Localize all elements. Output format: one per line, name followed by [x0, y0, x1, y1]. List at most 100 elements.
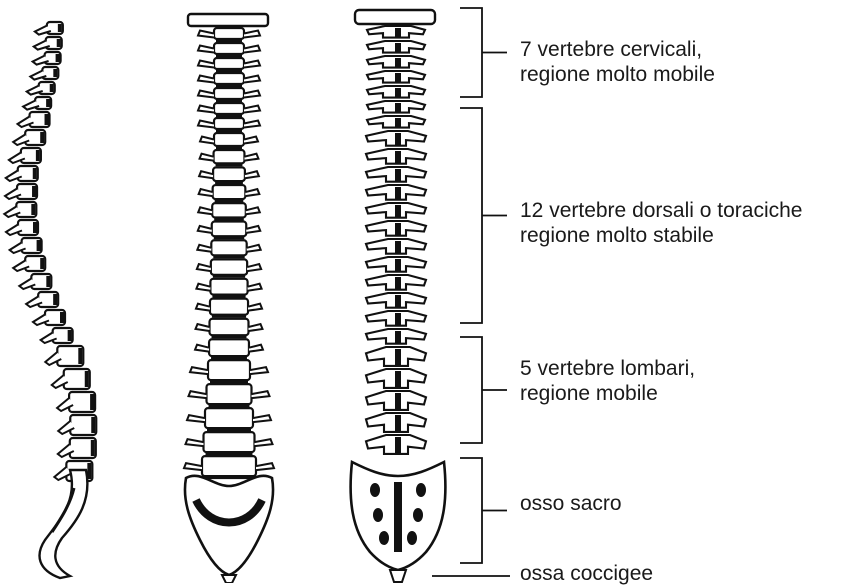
anterior-transverse-process-right	[256, 463, 274, 470]
posterior-spinous-process	[395, 277, 401, 289]
anterior-disc	[213, 255, 244, 258]
lateral-shadow	[85, 371, 89, 387]
anterior-transverse-process-left	[196, 284, 210, 291]
anterior-transverse-process-right	[244, 31, 260, 38]
posterior-spinous-process	[395, 151, 401, 163]
bracket-sacrum	[460, 458, 507, 563]
label-thoracic-line1: 12 vertebre dorsali o toraciche	[520, 198, 803, 223]
anterior-disc	[216, 84, 242, 87]
anterior-vertebral-body	[205, 408, 253, 428]
label-coccyx: ossa coccigee	[520, 561, 653, 586]
anterior-disc	[216, 114, 242, 117]
anterior-transverse-process-right	[244, 91, 260, 98]
anterior-transverse-process-left	[196, 324, 210, 331]
anterior-disc	[212, 335, 247, 338]
posterior-spinous-process	[395, 169, 401, 181]
lateral-shadow	[58, 24, 62, 32]
anterior-transverse-process-left	[199, 171, 213, 178]
anterior-transverse-process-right	[244, 46, 260, 53]
posterior-spinous-process	[395, 313, 401, 325]
anterior-atlas	[188, 14, 268, 26]
posterior-spinous-process	[395, 393, 401, 409]
anterior-vertebral-body	[210, 299, 248, 315]
anterior-disc	[215, 181, 243, 184]
posterior-spinous-process	[395, 331, 401, 343]
anterior-transverse-process-right	[255, 439, 273, 446]
lateral-shadow	[50, 84, 54, 92]
posterior-spinous-process	[395, 415, 401, 431]
anterior-disc	[214, 218, 244, 221]
anterior-disc	[211, 356, 247, 359]
anterior-transverse-process-right	[253, 415, 271, 422]
posterior-spinous-process	[395, 28, 401, 37]
anterior-vertebral-body	[214, 88, 244, 99]
posterior-spinous-process	[395, 349, 401, 365]
label-thoracic-line2: regione molto stabile	[520, 223, 803, 248]
bracket-lumbar	[460, 337, 507, 443]
anterior-transverse-process-right	[245, 189, 259, 196]
anterior-vertebral-body	[211, 240, 246, 255]
posterior-spinous-process	[395, 371, 401, 387]
lateral-shadow	[37, 240, 41, 251]
lateral-shadow	[33, 168, 37, 179]
anterior-transverse-process-right	[244, 61, 260, 68]
anterior-transverse-process-right	[250, 367, 268, 374]
lateral-shadow	[40, 258, 44, 269]
lateral-view-spine	[4, 22, 96, 578]
lateral-shadow	[91, 440, 95, 456]
lateral-shadow	[90, 394, 94, 410]
anterior-transverse-process-right	[247, 264, 261, 271]
lateral-shadow	[33, 222, 37, 233]
anterior-vertebral-body	[202, 456, 256, 476]
label-sacrum-line1: osso sacro	[520, 491, 622, 516]
posterior-spinous-process	[395, 88, 401, 97]
lateral-shadow	[53, 69, 57, 77]
anterior-transverse-process-right	[249, 324, 263, 331]
posterior-spinous-process	[395, 223, 401, 235]
posterior-spinous-process	[395, 118, 401, 127]
posterior-spinous-process	[395, 73, 401, 82]
anterior-transverse-process-left	[198, 207, 212, 214]
anterior-view-spine	[184, 14, 274, 583]
lateral-shadow	[68, 330, 72, 341]
anterior-disc	[206, 452, 253, 455]
lateral-shadow	[60, 312, 64, 323]
anterior-disc	[210, 380, 248, 383]
anterior-transverse-process-right	[244, 154, 258, 161]
anterior-vertebral-body	[207, 384, 252, 404]
anterior-disc	[216, 54, 242, 57]
anterior-disc	[213, 275, 245, 278]
lateral-shadow	[32, 186, 36, 197]
posterior-spinous-process	[395, 187, 401, 199]
anterior-disc	[214, 236, 245, 239]
anterior-disc	[216, 129, 242, 132]
anterior-transverse-process-right	[245, 171, 259, 178]
bracket-thoracic	[460, 108, 507, 323]
anterior-transverse-process-left	[200, 137, 214, 144]
anterior-transverse-process-left	[200, 154, 214, 161]
anterior-vertebral-body	[214, 118, 244, 129]
lateral-shadow	[46, 99, 50, 107]
lateral-shadow	[57, 39, 61, 47]
anterior-vertebral-body	[214, 133, 244, 146]
anterior-transverse-process-right	[246, 207, 260, 214]
bracket-cervical	[460, 8, 507, 97]
anterior-transverse-process-left	[199, 189, 213, 196]
label-sacrum: osso sacro	[520, 491, 622, 516]
posterior-atlas	[355, 10, 435, 24]
anterior-transverse-process-left	[186, 439, 204, 446]
label-cervical: 7 vertebre cervicali, regione molto mobi…	[520, 37, 715, 87]
anterior-disc	[204, 476, 254, 479]
anterior-transverse-process-left	[189, 391, 207, 398]
anterior-transverse-process-right	[248, 284, 262, 291]
anterior-transverse-process-left	[198, 91, 214, 98]
label-thoracic: 12 vertebre dorsali o toraciche regione …	[520, 198, 803, 248]
posterior-sacral-foramen	[407, 531, 417, 545]
lateral-shadow	[46, 276, 50, 287]
anterior-disc	[216, 163, 243, 166]
anterior-transverse-process-right	[249, 345, 263, 352]
posterior-spinous-process	[395, 58, 401, 67]
anterior-transverse-process-left	[198, 61, 214, 68]
anterior-disc	[212, 295, 245, 298]
label-lumbar-line1: 5 vertebre lombari,	[520, 356, 695, 381]
